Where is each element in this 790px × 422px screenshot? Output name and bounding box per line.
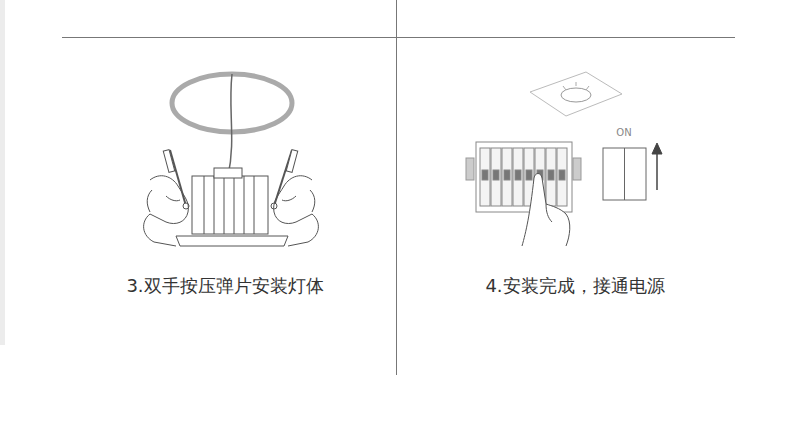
- power-on-scene: [466, 72, 662, 246]
- side-strip: [0, 0, 5, 345]
- step-caption: 4.安装完成，接通电源: [485, 274, 664, 298]
- top-rule: [62, 37, 735, 38]
- downlight-install: [144, 74, 319, 246]
- divider-rule: [396, 0, 397, 375]
- switch-label: ON: [616, 127, 631, 138]
- step-caption: 3.双手按压弹片安装灯体: [126, 274, 323, 298]
